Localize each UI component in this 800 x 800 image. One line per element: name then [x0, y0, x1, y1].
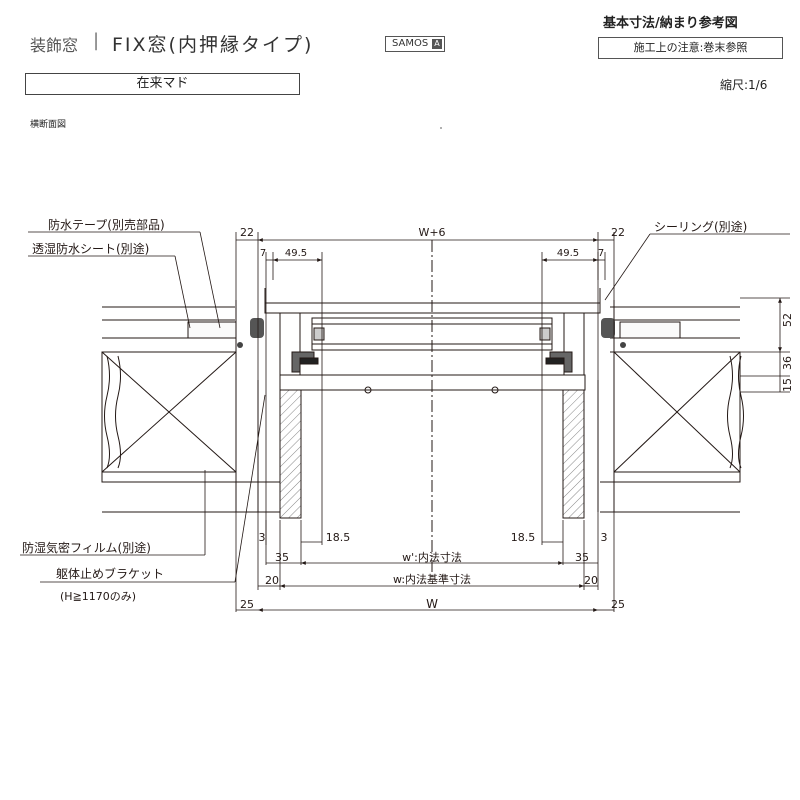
scale-label: 縮尺:1/6 [720, 78, 768, 92]
left-sealant [250, 318, 264, 338]
dim-right-35: 35 [575, 551, 589, 564]
dim-left-22: 22 [240, 226, 254, 239]
callout-sealing: シーリング(別途) [654, 219, 747, 234]
right-fastener [620, 342, 626, 348]
dim-inner-clear: w':内法寸法 [402, 550, 462, 564]
dim-v-52: 52 [781, 313, 794, 327]
callout-waterproof-tape: 防水テープ(別売部品) [48, 217, 165, 232]
callout-vapor-film: 防湿気密フィルム(別途) [22, 540, 151, 555]
dim-v-36: 36 [781, 356, 794, 370]
dim-overall-w: W [426, 597, 438, 611]
dim-left-3: 3 [259, 531, 266, 544]
leader-lines [20, 231, 790, 583]
right-sealant [601, 318, 615, 338]
dim-right-49-5: 49.5 [557, 248, 579, 259]
dim-left-20: 20 [265, 574, 279, 587]
dim-left-18-5: 18.5 [326, 531, 351, 544]
left-fastener [237, 342, 243, 348]
view-label: 横断面図 [30, 120, 67, 130]
dim-right-7: 7 [598, 248, 604, 259]
dim-right-25: 25 [611, 598, 625, 611]
document-title: 基本寸法/納まり参考図 [603, 16, 738, 31]
left-screw [364, 386, 372, 394]
dim-right-3: 3 [601, 531, 608, 544]
brand-label: SAMOS [392, 38, 429, 49]
dim-right-22: 22 [611, 226, 625, 239]
dim-left-35: 35 [275, 551, 289, 564]
speck [440, 127, 442, 129]
dim-inner-ref: w:内法基準寸法 [393, 572, 471, 586]
category-label: 装飾窓 [30, 36, 79, 55]
dim-w-plus-6: W+6 [418, 226, 445, 239]
dim-right-18-5: 18.5 [511, 531, 536, 544]
dim-left-25: 25 [240, 598, 254, 611]
title-separator: | [93, 30, 100, 51]
callout-breathable-sheet: 透湿防水シート(別途) [32, 241, 149, 256]
brand-badge: A [432, 39, 442, 49]
dim-left-49-5: 49.5 [285, 248, 307, 259]
right-screw [491, 386, 499, 394]
left-stud [101, 351, 237, 483]
dimension-lines [235, 232, 790, 612]
window-type-label: 在来マド [25, 73, 300, 95]
dim-v-15: 15 [781, 378, 794, 392]
right-siding [619, 321, 681, 339]
callout-bracket-note: (H≧1170のみ) [60, 590, 136, 603]
page-title: FIX窓(内押縁タイプ) [112, 34, 314, 56]
dim-right-20: 20 [584, 574, 598, 587]
callout-bracket: 躯体止めブラケット [56, 566, 164, 581]
dim-left-7: 7 [260, 248, 266, 259]
caution-note: 施工上の注意:巻末参照 [598, 37, 783, 59]
